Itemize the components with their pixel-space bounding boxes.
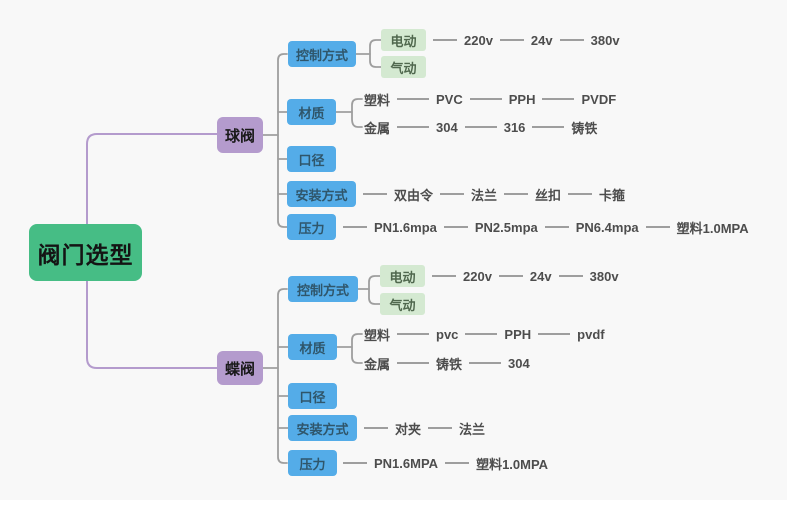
connector-dash [397, 98, 430, 100]
connector-dash [544, 226, 569, 228]
leaf-voltage-220v-butterfly[interactable]: 220v [463, 268, 492, 284]
topic-diameter-ball[interactable]: 口径 [287, 146, 336, 172]
leaf-voltage-220v-ball[interactable]: 220v [464, 32, 493, 48]
subtopic-pneumatic-butterfly[interactable]: 气动 [380, 293, 425, 315]
leaf-cast-iron-ball[interactable]: 铸铁 [571, 120, 598, 136]
connector-dash [558, 275, 583, 277]
leaf-pvc-ball[interactable]: PVC [436, 91, 463, 107]
topic-install-ball[interactable]: 安装方式 [287, 181, 356, 207]
connector-dash [538, 333, 571, 335]
connector-dash [532, 126, 565, 128]
connector-root-butterfly [86, 280, 218, 369]
subtopic-electric-butterfly[interactable]: 电动 [380, 265, 425, 287]
leaf-plastic10-ball[interactable]: 塑料1.0MPA [676, 220, 749, 236]
connector-dash [343, 226, 367, 228]
connector-dash [397, 333, 430, 335]
leaf-pph-ball[interactable]: PPH [508, 91, 536, 107]
connector-dash [542, 98, 575, 100]
connector-dash [432, 275, 456, 277]
voltage-chain-butterfly: 220v 24v 380v [425, 266, 619, 286]
connector-dash [464, 126, 497, 128]
branch-butterfly-valve[interactable]: 蝶阀 [217, 351, 263, 385]
topic-diameter-butterfly[interactable]: 口径 [288, 383, 337, 409]
connector-ball-control-bracket [369, 39, 382, 68]
leaf-pn64-ball[interactable]: PN6.4mpa [575, 219, 639, 235]
leaf-wafer-butterfly[interactable]: 对夹 [395, 421, 422, 437]
connector-ball-trunk [277, 53, 288, 228]
leaf-pvdf-ball[interactable]: PVDF [581, 91, 617, 107]
connector-dash [469, 98, 502, 100]
leaf-clamp-ball[interactable]: 卡箍 [599, 187, 626, 203]
metal-chain-ball: 金属 304 316 铸铁 [364, 117, 597, 137]
voltage-chain-ball: 220v 24v 380v [426, 30, 620, 50]
connector-butterfly-control-bracket [368, 275, 381, 305]
metal-chain-butterfly: 金属 铸铁 304 [364, 353, 530, 373]
leaf-plastic-ball[interactable]: 塑料 [364, 92, 391, 108]
leaf-voltage-380v-ball[interactable]: 380v [590, 32, 620, 48]
pressure-chain-ball: PN1.6mpa PN2.5mpa PN6.4mpa 塑料1.0MPA [336, 217, 749, 237]
topic-pressure-ball[interactable]: 压力 [287, 214, 336, 240]
pressure-chain-butterfly: PN1.6MPA 塑料1.0MPA [336, 453, 548, 473]
leaf-pvc-butterfly[interactable]: pvc [436, 326, 459, 342]
leaf-pph-butterfly[interactable]: PPH [504, 326, 532, 342]
connector-dash [559, 39, 584, 41]
install-chain-ball: 双由令 法兰 丝扣 卡箍 [356, 184, 625, 204]
connector-dash [498, 275, 523, 277]
topic-install-butterfly[interactable]: 安装方式 [288, 415, 357, 441]
connector-dash [499, 39, 524, 41]
connector-dash [433, 39, 457, 41]
topic-pressure-butterfly[interactable]: 压力 [288, 450, 337, 476]
topic-material-butterfly[interactable]: 材质 [288, 334, 337, 360]
leaf-flange-ball[interactable]: 法兰 [471, 187, 498, 203]
leaf-304-butterfly[interactable]: 304 [508, 355, 530, 371]
leaf-thread-ball[interactable]: 丝扣 [535, 187, 562, 203]
subtopic-pneumatic-ball[interactable]: 气动 [381, 56, 426, 78]
connector-butterfly-trunk [277, 288, 288, 464]
leaf-316-ball[interactable]: 316 [503, 119, 526, 135]
leaf-metal-ball[interactable]: 金属 [364, 120, 391, 136]
connector-dash [469, 362, 502, 364]
connector-dash [504, 193, 529, 195]
connector-ball-material-bracket [351, 98, 363, 128]
connector-dash [364, 427, 388, 429]
topic-control-ball[interactable]: 控制方式 [288, 41, 356, 67]
subtopic-electric-ball[interactable]: 电动 [381, 29, 426, 51]
leaf-cast-iron-butterfly[interactable]: 铸铁 [436, 356, 463, 372]
connector-dash [440, 193, 465, 195]
plastic-chain-ball: 塑料 PVC PPH PVDF [364, 89, 616, 109]
connector-dash [428, 427, 453, 429]
connector-dash [397, 362, 430, 364]
root-node[interactable]: 阀门选型 [29, 224, 142, 281]
leaf-union-ball[interactable]: 双由令 [394, 187, 434, 203]
connector-dash [465, 333, 498, 335]
leaf-pn16-ball[interactable]: PN1.6mpa [374, 219, 437, 235]
leaf-pn16-butterfly[interactable]: PN1.6MPA [374, 455, 439, 471]
connector-dash [397, 126, 430, 128]
connector-dash [343, 462, 367, 464]
connector-dash [445, 462, 470, 464]
connector-dash [568, 193, 593, 195]
install-chain-butterfly: 对夹 法兰 [357, 418, 485, 438]
plastic-chain-butterfly: 塑料 pvc PPH pvdf [364, 324, 605, 344]
leaf-304-ball[interactable]: 304 [436, 119, 458, 135]
connector-dash [363, 193, 387, 195]
topic-material-ball[interactable]: 材质 [287, 99, 336, 125]
connector-root-ball [86, 133, 218, 225]
leaf-plastic-butterfly[interactable]: 塑料 [364, 327, 391, 343]
leaf-metal-butterfly[interactable]: 金属 [364, 356, 391, 372]
branch-ball-valve[interactable]: 球阀 [217, 117, 263, 153]
leaf-pn25-ball[interactable]: PN2.5mpa [474, 219, 538, 235]
leaf-voltage-24v-ball[interactable]: 24v [530, 32, 553, 48]
leaf-pvdf-butterfly[interactable]: pvdf [577, 326, 605, 342]
leaf-voltage-380v-butterfly[interactable]: 380v [589, 268, 619, 284]
leaf-voltage-24v-butterfly[interactable]: 24v [529, 268, 552, 284]
connector-butterfly-material-bracket [351, 333, 363, 364]
connector-dash [443, 226, 468, 228]
leaf-flange-butterfly[interactable]: 法兰 [459, 421, 486, 437]
connector-dash [645, 226, 670, 228]
leaf-plastic10-butterfly[interactable]: 塑料1.0MPA [476, 456, 549, 472]
topic-control-butterfly[interactable]: 控制方式 [288, 276, 358, 302]
